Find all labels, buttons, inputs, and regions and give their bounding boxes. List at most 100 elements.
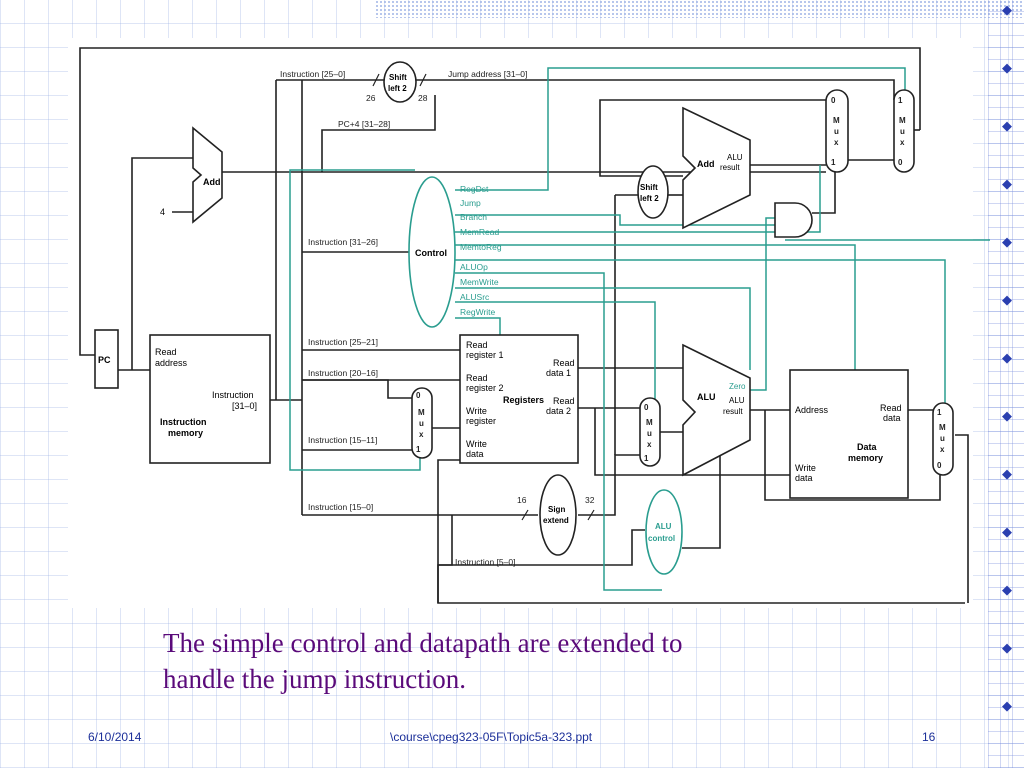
footer-path: \course\cpeg323-05F\Topic5a-323.ppt: [390, 730, 593, 744]
jump-mux-1: 1: [898, 96, 903, 105]
im-address-label: address: [155, 358, 188, 368]
signal-regwrite: RegWrite: [460, 307, 496, 317]
dm-address-label: Address: [795, 405, 829, 415]
caption-line-2: handle the jump instruction.: [163, 664, 466, 694]
diamond-bullet-icon: ◆: [1002, 524, 1012, 539]
control-title: Control: [415, 248, 447, 258]
diamond-bullet-icon: ◆: [1002, 292, 1012, 307]
im-title-2: memory: [168, 428, 203, 438]
jump-mux-x: x: [900, 138, 905, 147]
reg-write-a: Write: [466, 406, 487, 416]
alusrc-mux-m: M: [646, 418, 653, 427]
regdst-mux-m: M: [418, 408, 425, 417]
diamond-bullet-icon: ◆: [1002, 176, 1012, 191]
label-32: 32: [585, 495, 595, 505]
alusrc-mux-0: 0: [644, 403, 649, 412]
sign-extend-l1: Sign: [548, 505, 565, 514]
dm-read-a: Read: [880, 403, 902, 413]
alusrc-mux-u: u: [647, 429, 652, 438]
label-instr-25-21: Instruction [25–21]: [308, 337, 378, 347]
reg-rdata2-a: Read: [553, 396, 575, 406]
dm-write-a: Write: [795, 463, 816, 473]
signal-regdst: RegDst: [460, 184, 489, 194]
constant-four: 4: [160, 207, 165, 217]
alu-result-label: result: [723, 407, 743, 416]
branch-add-result: result: [720, 163, 740, 172]
branch-mux-1: 1: [831, 158, 836, 167]
alusrc-mux-x: x: [647, 440, 652, 449]
im-bits-label: [31–0]: [232, 401, 257, 411]
signal-memtoreg: MemtoReg: [460, 242, 502, 252]
branch-mux: [825, 89, 849, 173]
jump-mux-0: 0: [898, 158, 903, 167]
regdst-mux-1: 1: [416, 445, 421, 454]
label-instr-5-0: Instruction [5–0]: [455, 557, 515, 567]
pc-adder-label: Add: [203, 177, 221, 187]
dm-title-2: memory: [848, 453, 883, 463]
shift-left-2-branch: [637, 165, 669, 219]
diamond-bullet-icon: ◆: [1002, 408, 1012, 423]
reg-write-b: register: [466, 416, 496, 426]
control-wires: [289, 67, 990, 591]
diamond-bullet-icon: ◆: [1002, 350, 1012, 365]
memtoreg-mux-1: 1: [937, 408, 942, 417]
label-26: 26: [366, 93, 376, 103]
alu-zero-label: Zero: [729, 382, 746, 391]
branch-mux-u: u: [834, 127, 839, 136]
reg-wdata-b: data: [466, 449, 484, 459]
jump-mux-u: u: [900, 127, 905, 136]
signal-memwrite: MemWrite: [460, 277, 499, 287]
label-instr-15-11: Instruction [15–11]: [308, 435, 377, 445]
top-decorative-band: [375, 0, 1024, 18]
shift-mid-l2: left 2: [640, 194, 659, 203]
right-decorative-band: [988, 0, 1024, 768]
shift-mid-l1: Shift: [640, 183, 658, 192]
register-file: [459, 334, 579, 464]
reg-wdata-a: Write: [466, 439, 487, 449]
alusrc-mux-1: 1: [644, 454, 649, 463]
regdst-mux-u: u: [419, 419, 424, 428]
dm-read-b: data: [883, 413, 901, 423]
alu-title: ALU: [697, 392, 716, 402]
shift-left-2-jump: [383, 61, 417, 103]
diamond-bullet-icon: ◆: [1002, 60, 1012, 75]
sign-extend: [539, 474, 577, 556]
registers-title: Registers: [503, 395, 544, 405]
pc-adder: [192, 126, 223, 224]
branch-and-gate: [774, 202, 813, 238]
alu-control: [645, 489, 683, 575]
main-alu: [682, 343, 751, 477]
diamond-bullet-icon: ◆: [1002, 234, 1012, 249]
diagram-background: [68, 38, 973, 608]
mux-labels: 0 M u x 1 0 M u x 1 0 M u x 1 1 M u x 0 …: [416, 96, 946, 470]
reg-read1-a: Read: [466, 340, 488, 350]
regdst-mux-0: 0: [416, 391, 421, 400]
control-signal-labels: RegDst Jump Branch MemRead MemtoReg ALUO…: [460, 184, 502, 317]
branch-add-title: Add: [697, 159, 715, 169]
diamond-bullet-icon: ◆: [1002, 698, 1012, 713]
signal-branch: Branch: [460, 212, 487, 222]
control-unit: [408, 176, 456, 328]
label-instr-20-16: Instruction [20–16]: [308, 368, 378, 378]
sign-extend-l2: extend: [543, 516, 569, 525]
reg-rdata1-a: Read: [553, 358, 575, 368]
memtoreg-mux-0: 0: [937, 461, 942, 470]
reg-read2-b: register 2: [466, 383, 504, 393]
memtoreg-mux: [932, 402, 954, 476]
caption-line-1: The simple control and datapath are exte…: [163, 628, 683, 658]
diamond-bullet-icon: ◆: [1002, 640, 1012, 655]
shift-top-l1: Shift: [389, 73, 407, 82]
diamond-bullet-icon: ◆: [1002, 2, 1012, 17]
branch-add-alu: ALU: [727, 153, 743, 162]
regdst-mux-x: x: [419, 430, 424, 439]
reg-read1-b: register 1: [466, 350, 504, 360]
instruction-memory: [149, 334, 271, 464]
dm-write-b: data: [795, 473, 813, 483]
diamond-bullet-icon: ◆: [1002, 466, 1012, 481]
alusrc-mux: [639, 397, 661, 467]
im-title-1: Instruction: [160, 417, 207, 427]
reg-rdata1-b: data 1: [546, 368, 571, 378]
shift-top-l2: left 2: [388, 84, 407, 93]
footer-date: 6/10/2014: [88, 730, 142, 744]
alu-control-l2: control: [648, 534, 675, 543]
